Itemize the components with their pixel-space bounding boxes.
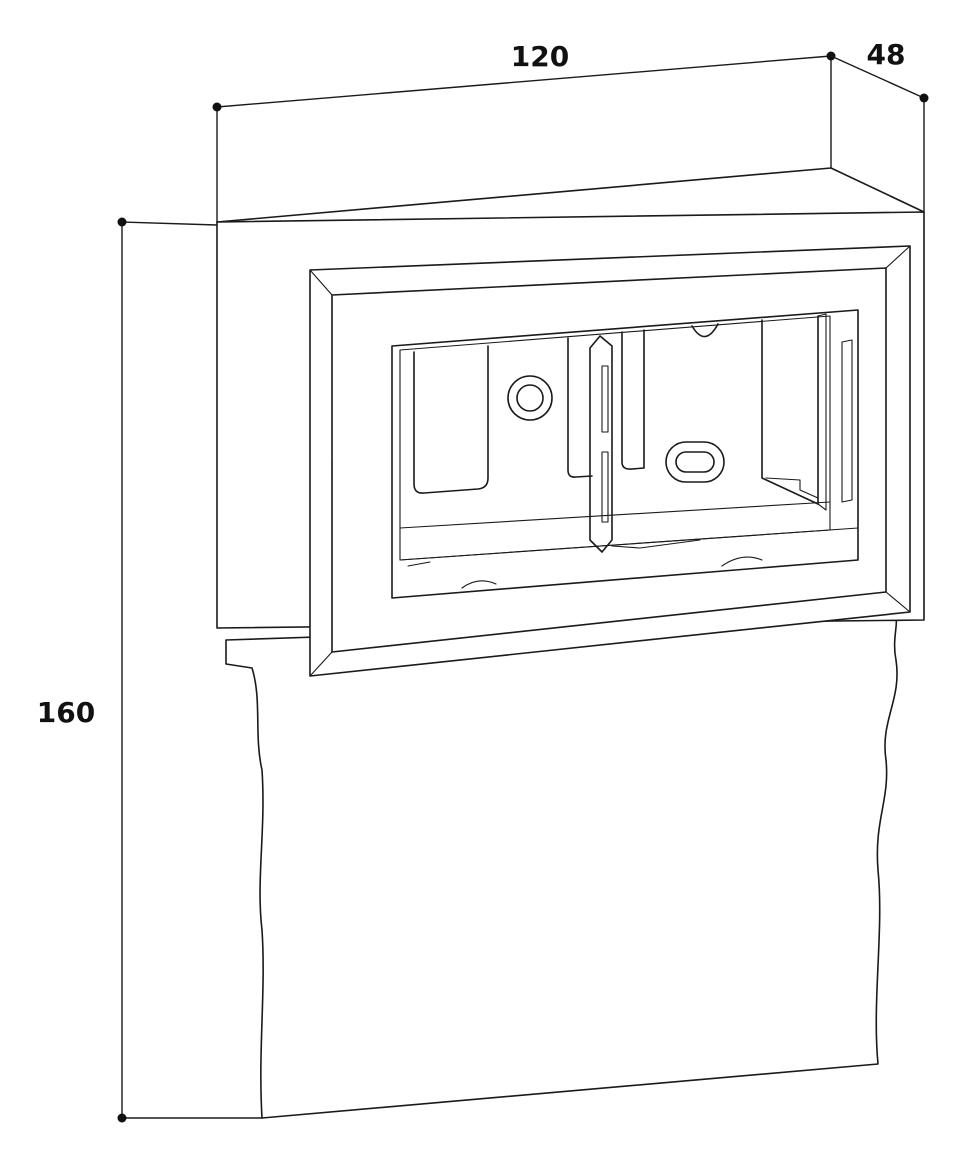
screw-hole-icon [516, 384, 544, 412]
right-mounting-slot [761, 315, 819, 505]
divider-slot [601, 451, 609, 523]
dimension-depth: 48 [830, 38, 929, 212]
dimension-endpoint [919, 93, 929, 103]
dimension-width: 120 [212, 40, 836, 222]
wall-panel [225, 617, 898, 1119]
dimension-endpoint [117, 217, 127, 227]
dimension-endpoint [117, 1113, 127, 1123]
oval-slot-icon [665, 441, 725, 483]
depth-dimension-label: 48 [867, 38, 906, 71]
width-dimension-label: 120 [511, 40, 569, 73]
center-divider [567, 329, 645, 553]
right-side-wall [841, 339, 853, 503]
dimension-height: 160 [37, 217, 262, 1123]
frame-opening [391, 309, 859, 599]
top-notch [691, 323, 719, 338]
dimension-endpoint [212, 102, 222, 112]
height-dimension-label: 160 [37, 696, 95, 729]
divider-slot [601, 365, 609, 433]
left-mounting-slot [413, 345, 489, 494]
oval-slot-inner-icon [675, 451, 715, 473]
screw-boss-icon [507, 375, 553, 421]
